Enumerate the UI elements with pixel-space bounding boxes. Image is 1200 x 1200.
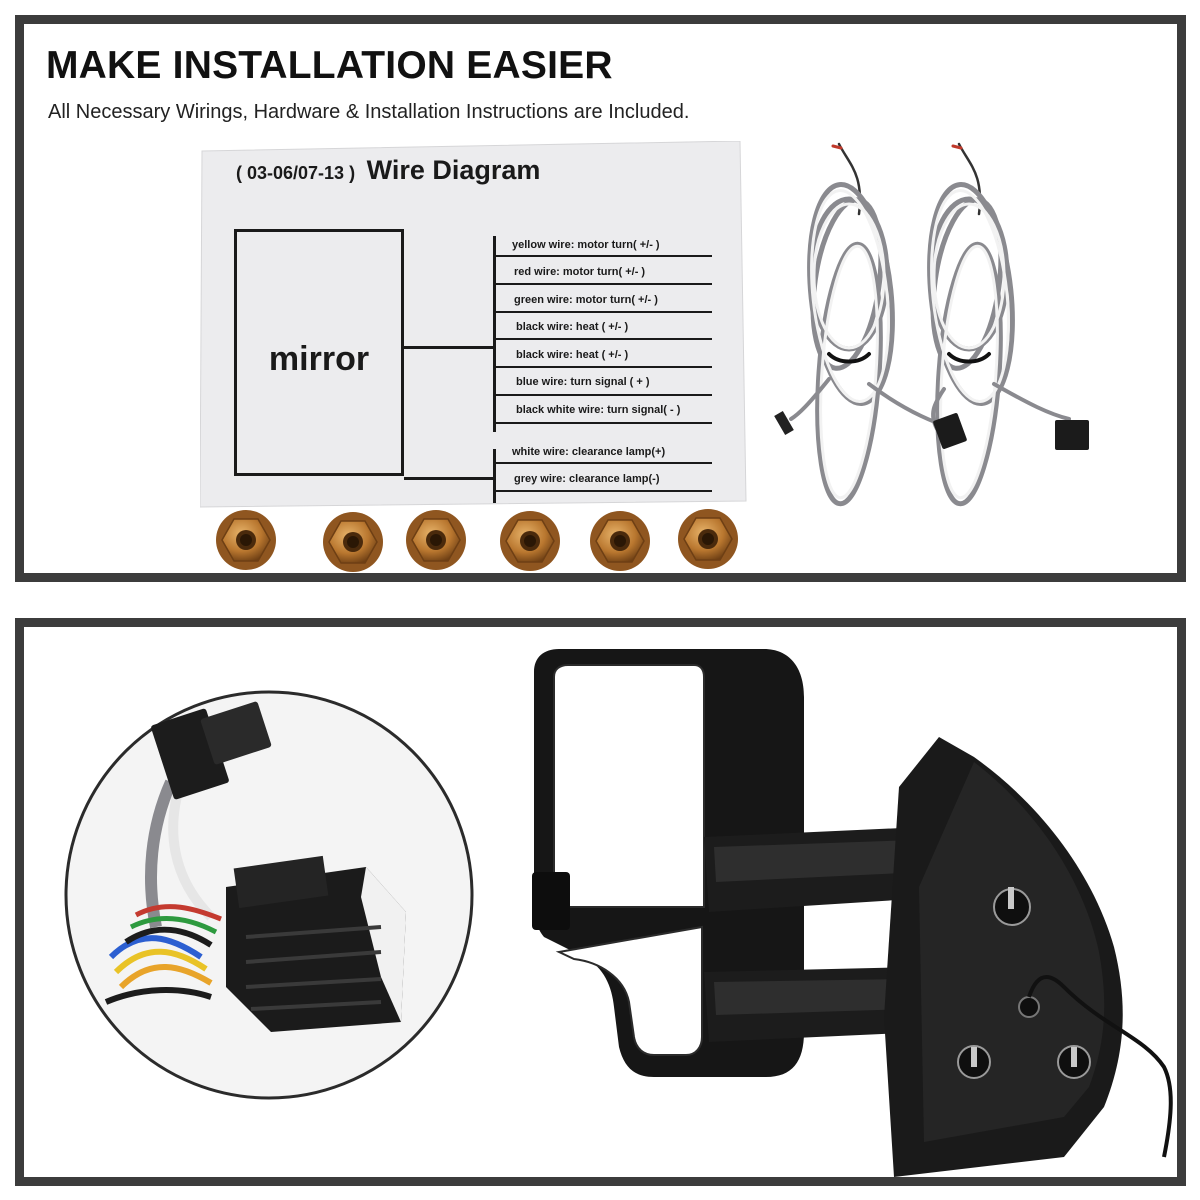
wire-line xyxy=(496,366,712,368)
mounting-base xyxy=(884,737,1173,1177)
mirror-box: mirror xyxy=(234,229,404,476)
diagram-years: ( 03-06/07-13 ) xyxy=(236,163,356,183)
installation-panel: MAKE INSTALLATION EASIER All Necessary W… xyxy=(15,15,1186,582)
nut-icon xyxy=(323,512,383,572)
mirror-arm xyxy=(704,827,944,1042)
connector-plug xyxy=(933,413,967,449)
nut-icon xyxy=(678,509,738,569)
wire-label: grey wire: clearance lamp(-) xyxy=(514,473,660,485)
wire-label: blue wire: turn signal ( + ) xyxy=(516,376,650,388)
mirror-connector-line xyxy=(404,346,496,349)
wire-label: red wire: motor turn( +/- ) xyxy=(514,266,646,278)
nut-icon xyxy=(590,511,650,571)
wire-harness-icon xyxy=(927,142,1071,507)
product-panel xyxy=(15,618,1186,1186)
nut-icon xyxy=(216,510,276,570)
wire-harnesses-photo xyxy=(774,142,1089,507)
wire-line xyxy=(496,490,712,492)
wire-bus-line xyxy=(493,236,496,432)
mirror-label: mirror xyxy=(268,340,370,378)
flange-nuts-photo xyxy=(216,509,738,572)
wire-label: green wire: motor turn( +/- ) xyxy=(514,294,658,306)
sheet-paper xyxy=(200,141,747,508)
mirror-connector-line xyxy=(404,477,496,480)
subheadline: All Necessary Wirings, Hardware & Instal… xyxy=(48,101,690,123)
wire-label: yellow wire: motor turn( +/- ) xyxy=(512,239,660,251)
wire-line xyxy=(496,394,712,396)
wire-bus-line xyxy=(493,449,496,503)
connector-plug xyxy=(1055,420,1089,450)
wire-line xyxy=(496,311,712,313)
wire-harness-icon xyxy=(774,142,956,507)
wire-label: black wire: heat ( +/- ) xyxy=(516,321,629,333)
tow-mirror-photo xyxy=(532,649,1173,1177)
wire-label: black white wire: turn signal( - ) xyxy=(516,404,681,416)
headline: MAKE INSTALLATION EASIER xyxy=(46,44,613,87)
diagram-title-text: Wire Diagram xyxy=(366,155,541,185)
diagram-title: ( 03-06/07-13 ) Wire Diagram xyxy=(236,155,540,186)
wire-label: white wire: clearance lamp(+) xyxy=(512,446,666,458)
wire-line xyxy=(496,422,712,424)
wire-label: black wire: heat ( +/- ) xyxy=(516,349,629,361)
wire-line xyxy=(496,338,712,340)
wire-diagram-sheet: ( 03-06/07-13 ) Wire Diagram mirror yell… xyxy=(200,141,748,509)
nut-icon xyxy=(406,510,466,570)
connector-closeup-photo xyxy=(64,690,474,1100)
main-connector-icon xyxy=(104,855,406,1032)
wire-line xyxy=(496,462,712,464)
wire-line xyxy=(496,283,712,285)
mirror-head xyxy=(532,649,804,1077)
nut-icon xyxy=(500,511,560,571)
wire-line xyxy=(496,255,712,257)
